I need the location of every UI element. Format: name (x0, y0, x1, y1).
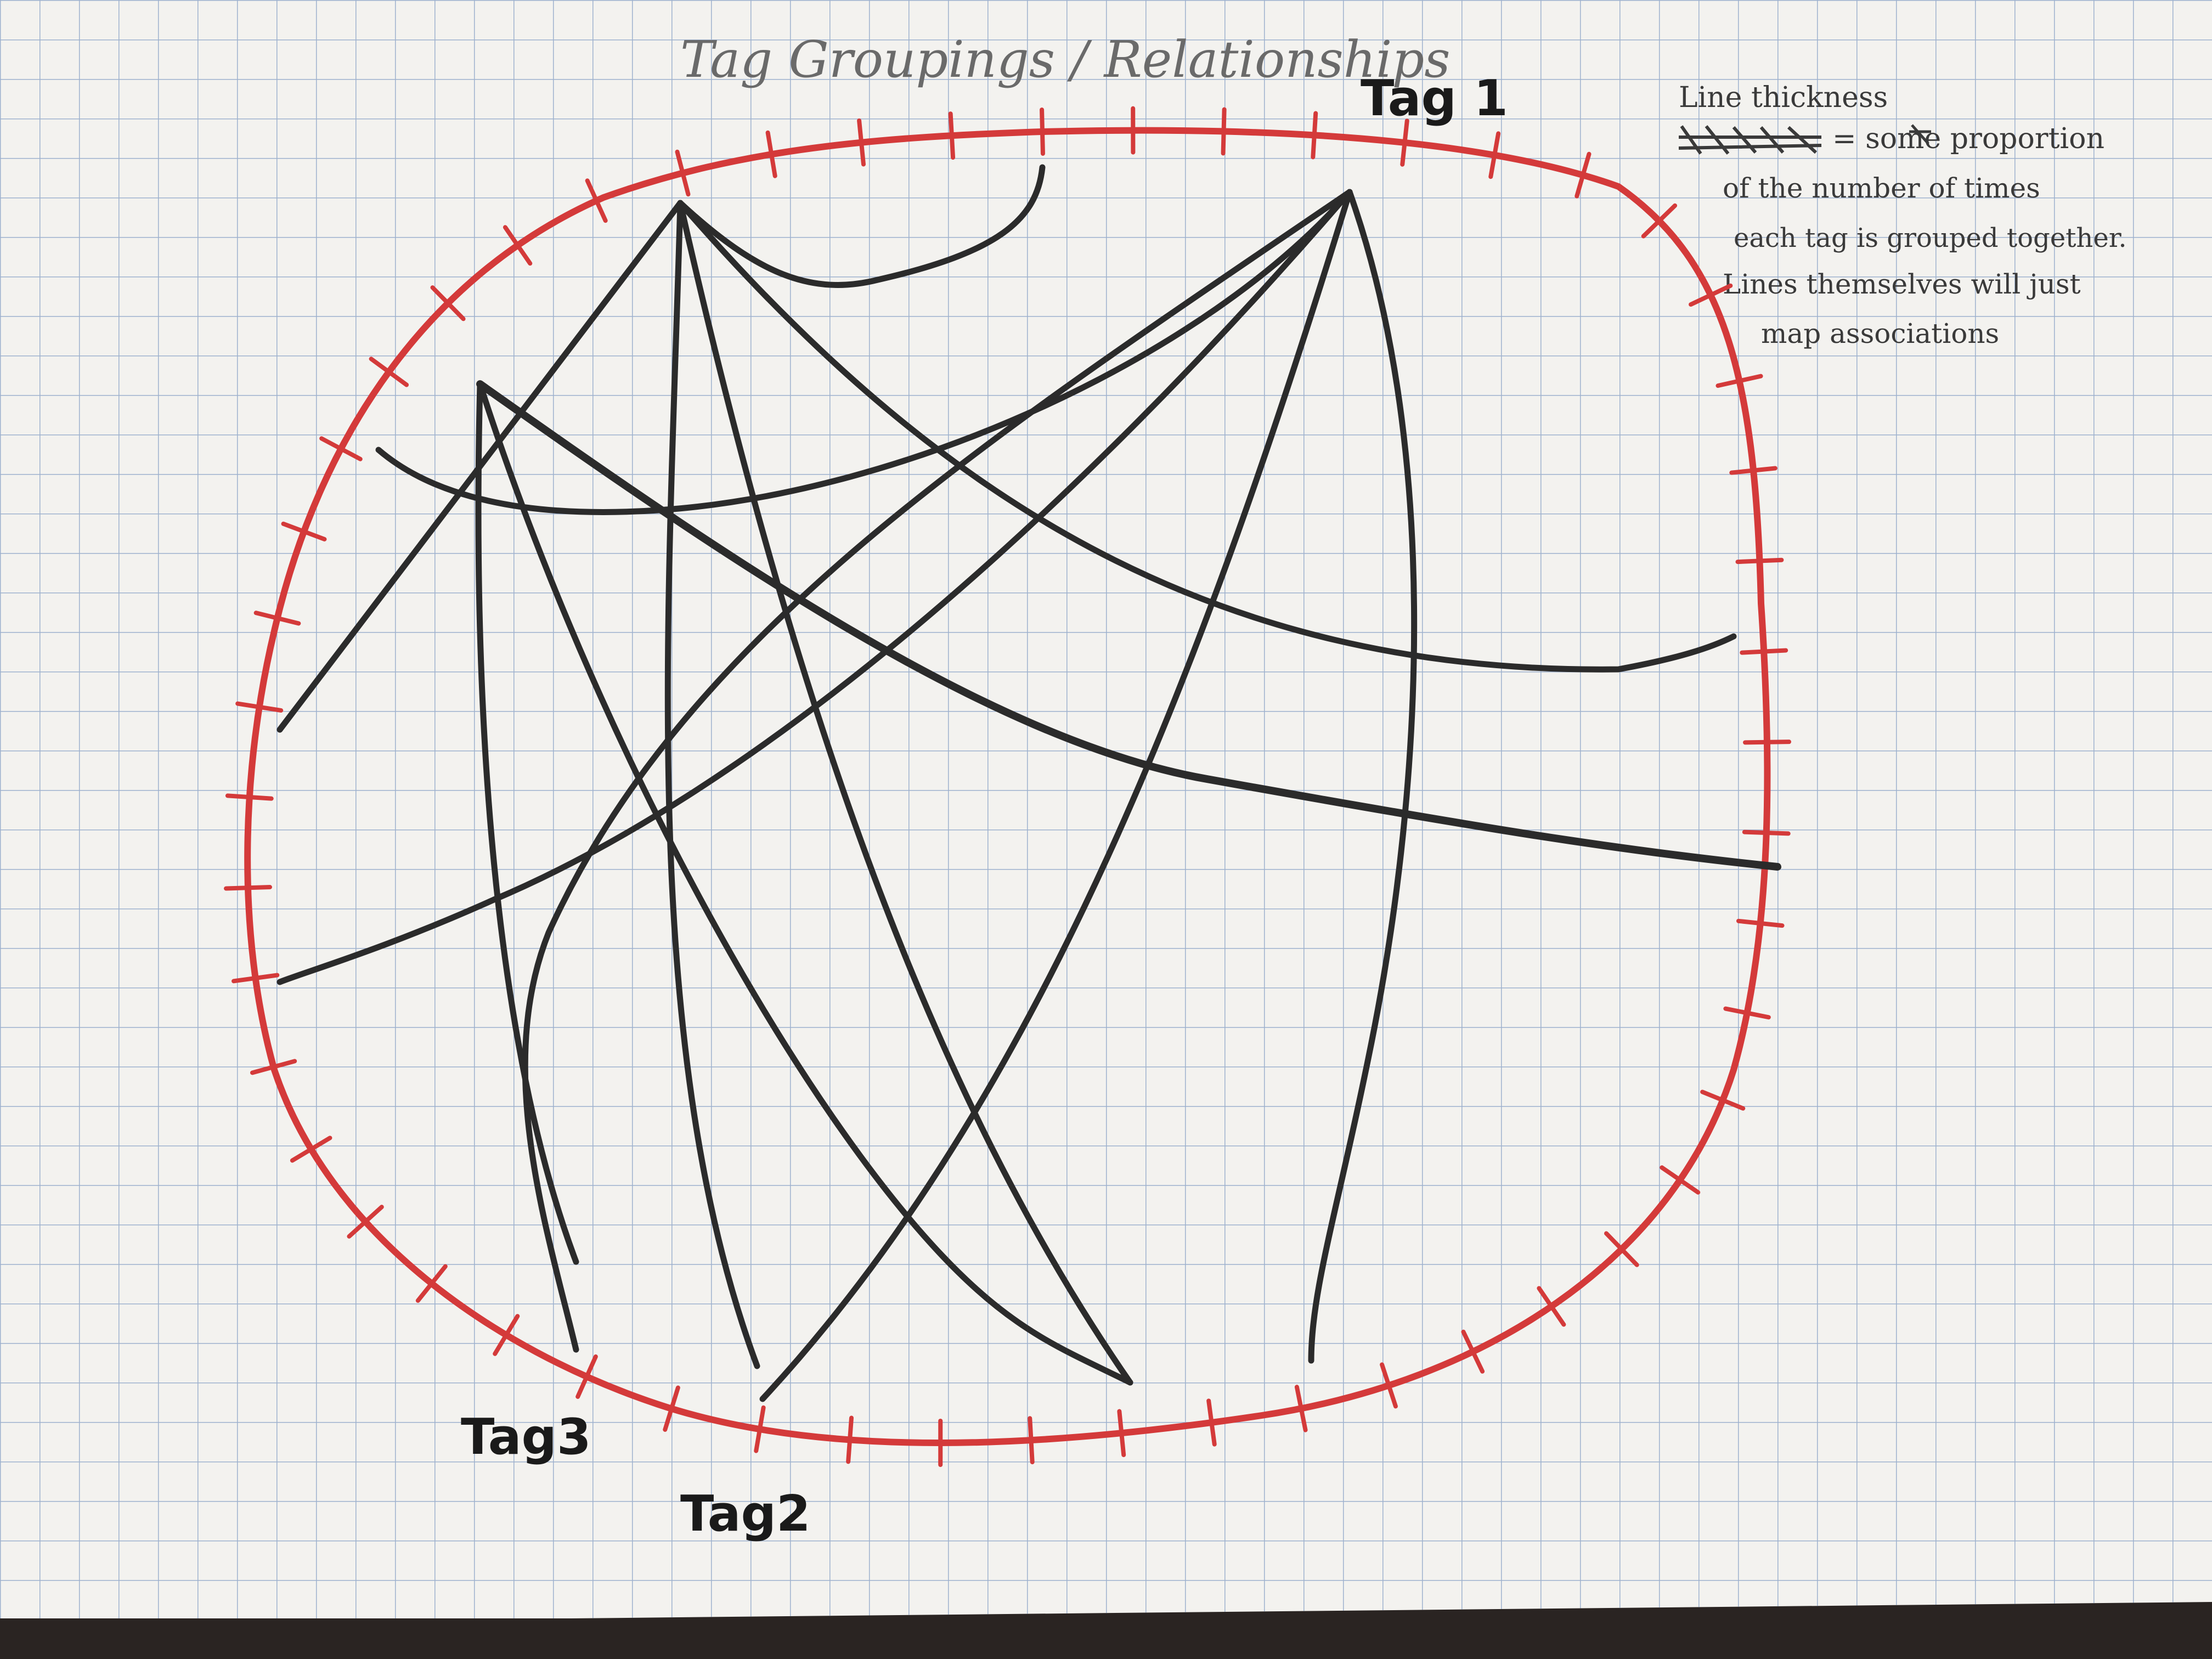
node-tick (765, 130, 777, 178)
node-tick (1537, 1286, 1566, 1327)
node-tick (585, 178, 608, 223)
node-tick (1380, 1362, 1398, 1409)
chords (276, 164, 1781, 1402)
node-tick (1660, 1165, 1701, 1195)
node-tick (347, 1205, 384, 1239)
node-tick (1311, 111, 1318, 160)
node-tick (1729, 466, 1778, 475)
node-tick (430, 285, 466, 321)
node-tick (493, 1314, 520, 1356)
desk-edge (0, 1618, 2212, 1659)
note-line-5: map associations (1761, 318, 1999, 349)
chord (759, 189, 1353, 1402)
node-tick (250, 1059, 297, 1075)
node-tick (1400, 119, 1409, 167)
node-tick (1641, 203, 1678, 239)
node-tick (1716, 374, 1763, 388)
chord (475, 381, 579, 1265)
node-tick (754, 1405, 766, 1453)
node-tick (1488, 131, 1501, 179)
node-tick (281, 521, 327, 541)
node-tick (503, 225, 533, 266)
node-tick (1028, 1416, 1035, 1465)
chord (276, 189, 1353, 985)
chord (375, 189, 1353, 515)
chord (677, 164, 1046, 288)
node-tick (319, 436, 363, 461)
node-tick (663, 1385, 680, 1432)
note-line-1: = some proportion (1832, 122, 2104, 155)
node-tick (1294, 1385, 1308, 1432)
chord (664, 200, 760, 1369)
graph-paper-grid (0, 0, 2212, 1624)
legend-note: Line thickness = some proportion of the … (1678, 81, 2127, 349)
node-tick (1736, 918, 1785, 928)
note-line-4: Lines themselves will just (1723, 268, 2081, 300)
chord (1308, 189, 1418, 1364)
node-tick (1740, 648, 1788, 655)
scribble-mark (1909, 124, 1931, 145)
node-tick (1689, 283, 1733, 307)
node-tick (290, 1136, 332, 1163)
node-tick (1700, 1090, 1746, 1111)
node-tick (1040, 108, 1045, 156)
diagram-title: Tag Groupings / Relationships (680, 30, 1451, 89)
chord (677, 200, 1737, 673)
node-tick (675, 149, 691, 197)
node-tick (1117, 1409, 1126, 1458)
chord (477, 381, 1133, 1386)
node-tick (1604, 1231, 1639, 1267)
note-line-2: of the number of times (1723, 172, 2040, 204)
chord (522, 189, 1353, 1353)
tag-3-label: Tag3 (461, 1408, 591, 1466)
node-tick (369, 357, 409, 387)
node-circle (244, 127, 1771, 1446)
node-tick (575, 1354, 598, 1399)
note-heading: Line thickness (1679, 81, 1888, 114)
node-tick (1723, 1006, 1771, 1020)
node-tick (1206, 1398, 1217, 1447)
node-tick (232, 973, 280, 984)
node-tick (948, 111, 956, 160)
tag-2-label: Tag2 (680, 1485, 811, 1543)
node-tick (1742, 830, 1791, 836)
node-tick (253, 611, 301, 626)
node-ticks (224, 106, 1792, 1467)
chord (677, 200, 1133, 1386)
node-tick (225, 793, 274, 801)
node-tick (857, 118, 866, 167)
node-tick (1735, 557, 1784, 565)
scribbled-word (1678, 125, 1822, 155)
chord (476, 380, 1781, 871)
node-tick (415, 1264, 448, 1303)
node-tick (846, 1415, 854, 1464)
tag-1-label: Tag 1 (1361, 70, 1508, 127)
node-tick (1461, 1329, 1485, 1374)
node-tick (1221, 107, 1227, 156)
note-line-3: each tag is grouped together. (1734, 223, 2127, 253)
node-tick (235, 701, 284, 713)
node-tick (224, 885, 272, 891)
node-tick (1575, 151, 1592, 199)
